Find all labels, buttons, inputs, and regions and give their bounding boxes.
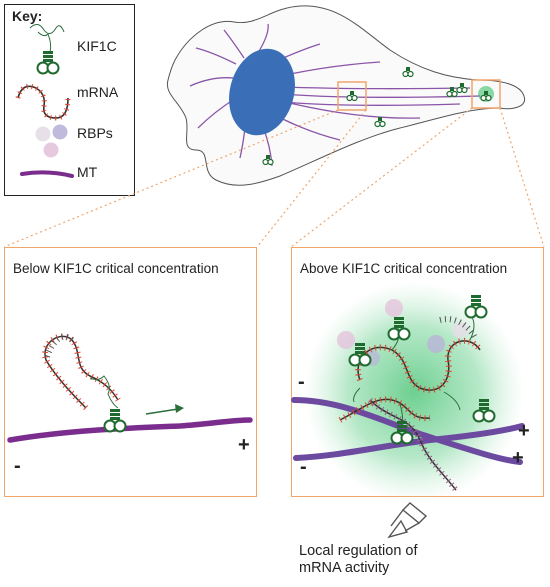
below-panel-illustration [7,333,253,443]
above-plus-end-top: + [518,420,530,442]
below-plus-end: + [238,434,250,456]
kif1c-motor-icon [29,24,65,75]
cell-overview [166,5,526,186]
zoom-lines [3,107,545,248]
key-label-kif1c: KIF1C [77,38,117,54]
key-legend [4,4,135,196]
outcome-line-2: mRNA activity [299,560,390,576]
key-label-mrna: mRNA [77,84,119,100]
above-plus-end-bottom: + [512,447,524,469]
outcome-arrow-icon [387,502,428,539]
panel-below-title: Below KIF1C critical concentration [13,261,219,276]
rbp-circles-icon [35,124,68,158]
panel-below-critical [4,247,257,497]
outcome-text: Local regulation of mRNA activity [299,543,418,577]
microtubule-icon [20,170,74,178]
below-minus-end: - [14,455,21,477]
panel-above-title: Above KIF1C critical concentration [300,261,508,276]
key-label-mt: MT [77,164,98,180]
above-minus-end-bottom: - [300,456,307,478]
above-panel-illustration [291,282,525,502]
mrna-strand-icon [15,83,71,121]
key-title: Key: [12,8,43,24]
above-minus-end-top: - [298,371,305,393]
outcome-line-1: Local regulation of [299,543,418,559]
key-label-rbps: RBPs [77,125,113,141]
